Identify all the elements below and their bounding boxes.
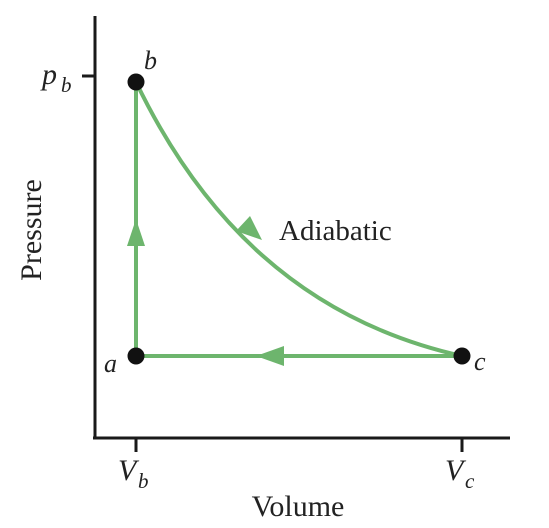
point-c bbox=[453, 347, 471, 365]
y-tick-label-pb: p bbox=[40, 58, 57, 91]
arrow-left-icon bbox=[256, 346, 284, 366]
adiabatic-label: Adiabatic bbox=[279, 215, 392, 247]
point-a bbox=[127, 347, 145, 365]
point-c-label: c bbox=[474, 347, 486, 376]
y-tick-label-pb-sub: b bbox=[61, 73, 72, 97]
x-tick-label-vb: V bbox=[118, 454, 140, 487]
point-a-label: a bbox=[104, 349, 117, 378]
x-tick-label-vc: V bbox=[445, 454, 467, 487]
arrow-up-icon bbox=[127, 219, 145, 246]
x-axis-label: Volume bbox=[252, 490, 345, 523]
arrow-down-right-icon bbox=[236, 216, 262, 240]
process-b-to-c-adiabatic bbox=[134, 81, 463, 358]
x-tick-label-vb-sub: b bbox=[138, 469, 149, 493]
point-b-label: b bbox=[144, 46, 157, 75]
x-tick-label-vc-sub: c bbox=[465, 469, 475, 493]
y-axis-label: Pressure bbox=[15, 179, 48, 281]
point-b bbox=[127, 73, 145, 91]
